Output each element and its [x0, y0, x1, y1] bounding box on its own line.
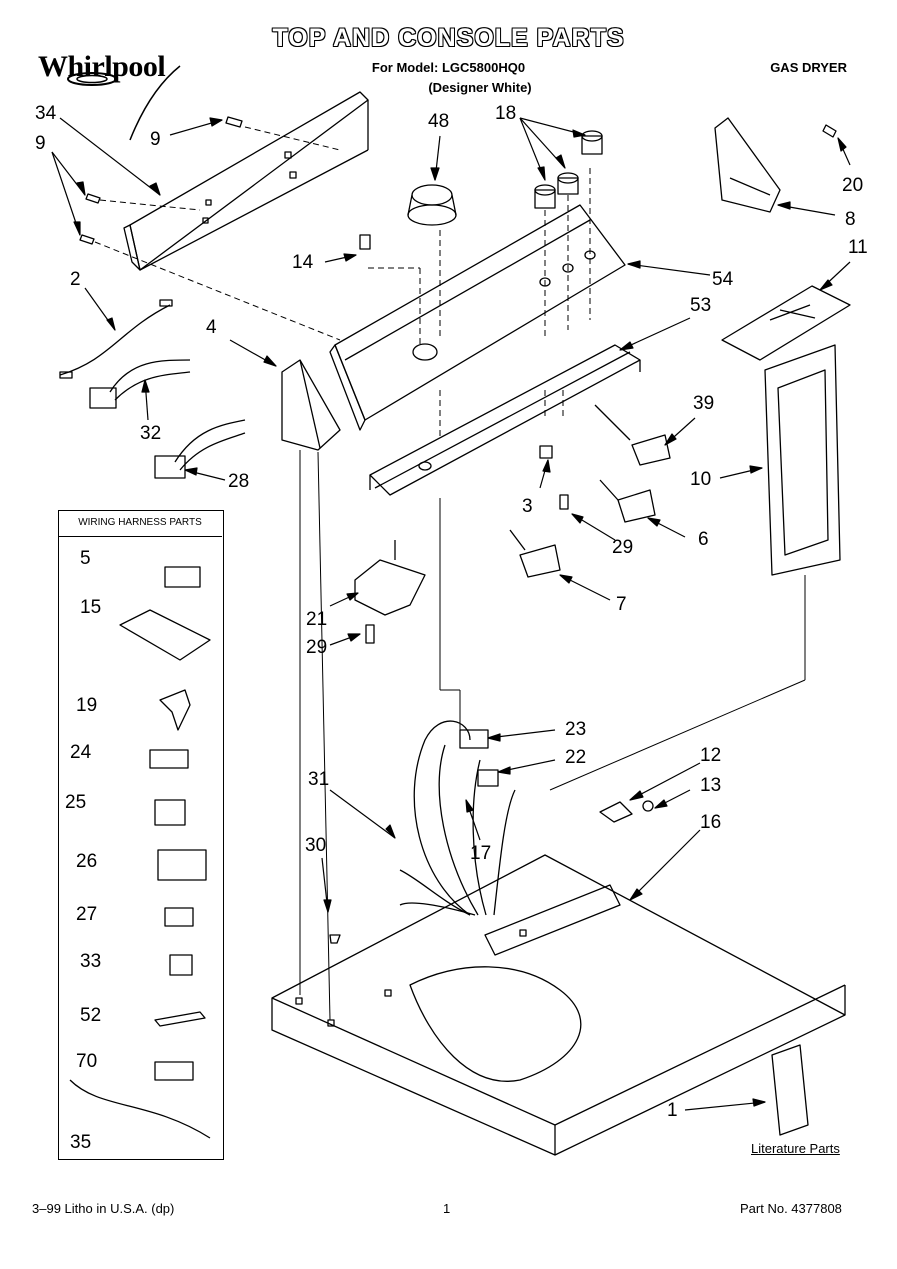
callout-27: 27: [76, 904, 98, 925]
whirlpool-swoosh-logo: [67, 65, 181, 141]
callout-10: 10: [690, 469, 712, 490]
part-16-top-panel: [271, 854, 846, 1156]
brand-logo: Whirlpool: [38, 50, 166, 83]
part-14-screw: [359, 234, 371, 250]
part-7-switch: [509, 529, 561, 578]
callout-22: 22: [565, 747, 587, 768]
part-32-wire-harness: [89, 359, 191, 409]
callout-15: 15: [80, 597, 102, 618]
part-17-main-harness: [399, 720, 516, 916]
wiring-harness-box: [58, 510, 224, 1160]
alignment-lines: [94, 126, 591, 440]
part-10-lint-frame: [764, 344, 841, 576]
product-type: GAS DRYER: [770, 60, 847, 75]
callout-32: 32: [140, 423, 162, 444]
part-30-clip: [329, 934, 341, 944]
callout-1: 1: [667, 1100, 678, 1121]
part-4-end-cap: [281, 359, 341, 451]
callout-52: 52: [80, 1005, 102, 1026]
callout-54: 54: [712, 269, 734, 290]
wiring-harness-title: WIRING HARNESS PARTS: [58, 510, 222, 537]
callout-39: 39: [693, 393, 715, 414]
callout-21: 21: [306, 609, 328, 630]
callout-18: 18: [495, 103, 517, 124]
callout-24: 24: [70, 742, 92, 763]
callout-31: 31: [308, 769, 330, 790]
assembly-lines: [299, 450, 806, 1021]
part-6-switch: [599, 479, 656, 523]
callout-3: 3: [522, 496, 533, 517]
part-39-switch: [594, 404, 671, 466]
part-3-terminal: [539, 445, 553, 459]
part-9-screws: [79, 116, 243, 245]
part-28-wire-harness: [154, 419, 246, 479]
callout-25: 25: [65, 792, 87, 813]
callout-6: 6: [698, 529, 709, 550]
callout-8: 8: [845, 209, 856, 230]
exploded-diagram: [51, 91, 851, 1156]
part-13-screw: [642, 800, 654, 812]
footer-page-number: 1: [443, 1201, 451, 1216]
footer-part-number: Part No. 4377808: [740, 1201, 842, 1216]
part-22-terminal: [477, 769, 499, 787]
part-54-console-panel: [329, 204, 626, 431]
callout-16: 16: [700, 812, 722, 833]
callout-70: 70: [76, 1051, 98, 1072]
part-11-lint-screen: [721, 285, 851, 361]
callout-29-lower: 29: [306, 637, 328, 658]
page-title: TOP AND CONSOLE PARTS: [272, 24, 625, 52]
part-48-knob: [407, 184, 457, 226]
callout-14: 14: [292, 252, 314, 273]
callout-17: 17: [470, 843, 492, 864]
part-20-screw: [822, 124, 837, 138]
callout-13: 13: [700, 775, 722, 796]
part-29-screw: [559, 494, 569, 510]
callout-2: 2: [70, 269, 81, 290]
part-12-clip: [599, 801, 633, 823]
part-8-bracket: [714, 117, 781, 213]
part-29-screw-2: [365, 624, 375, 644]
callout-28: 28: [228, 471, 250, 492]
part-34-rear-bracket: [123, 91, 369, 271]
callout-33: 33: [80, 951, 102, 972]
variant-line: (Designer White): [428, 80, 532, 95]
callout-30: 30: [305, 835, 327, 856]
literature-parts-label: Literature Parts: [751, 1141, 840, 1156]
callout-9: 9: [150, 129, 161, 150]
callout-35: 35: [70, 1132, 92, 1153]
part-18-knobs: [534, 130, 603, 209]
part-2-wire-harness: [59, 299, 173, 379]
callout-4: 4: [206, 317, 217, 338]
callout-53: 53: [690, 295, 712, 316]
callout-26: 26: [76, 851, 98, 872]
callout-34: 34: [35, 103, 57, 124]
callout-9-left: 9: [35, 133, 46, 154]
callout-20: 20: [842, 175, 864, 196]
part-53-control-rail: [369, 344, 641, 496]
callout-29: 29: [612, 537, 634, 558]
callout-5: 5: [80, 548, 91, 569]
footer-litho: 3–99 Litho in U.S.A. (dp): [32, 1201, 175, 1216]
callout-11: 11: [848, 237, 868, 258]
part-21-timer: [354, 540, 426, 616]
part-1-literature: [771, 1044, 809, 1136]
model-line: For Model: LGC5800HQ0: [371, 60, 526, 75]
callout-7: 7: [616, 594, 627, 615]
wiring-part-illustrations: [69, 566, 211, 1139]
callout-19: 19: [76, 695, 98, 716]
part-23-connector: [459, 729, 489, 749]
callout-12: 12: [700, 745, 722, 766]
callout-48: 48: [428, 111, 450, 132]
leader-lines: [51, 117, 851, 1111]
callout-23: 23: [565, 719, 587, 740]
